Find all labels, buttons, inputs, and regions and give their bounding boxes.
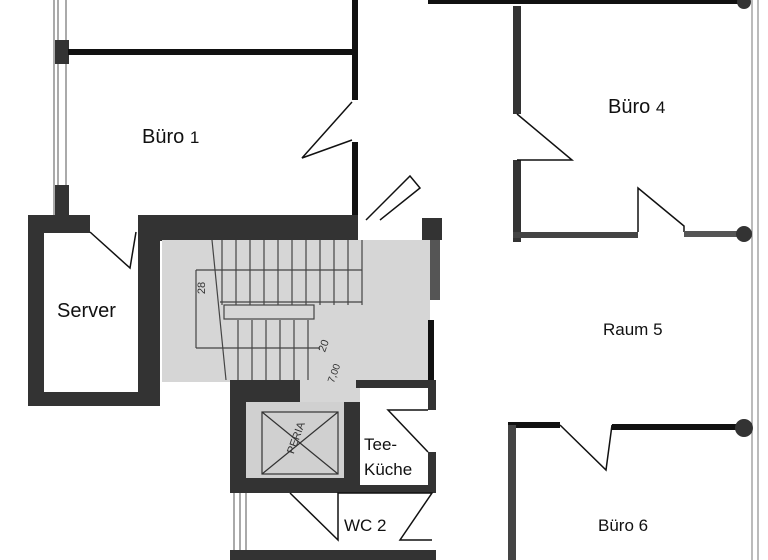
wall-buero1-top bbox=[68, 49, 358, 55]
wall-buero6-top-left bbox=[508, 422, 560, 428]
door-raum5[interactable] bbox=[637, 186, 685, 232]
wall-kitchen-right bbox=[428, 380, 436, 410]
door-corridor[interactable] bbox=[365, 174, 422, 221]
wall-wc-top bbox=[230, 485, 436, 493]
wall-buero6-left bbox=[508, 425, 516, 560]
room-label-server: Server bbox=[57, 300, 116, 322]
wall-buero4-bottom-right bbox=[684, 231, 744, 237]
wall-kitchen-top bbox=[356, 380, 436, 388]
door-wc2[interactable] bbox=[289, 492, 434, 542]
wall-wc-bottom bbox=[230, 550, 436, 560]
wall-pillar bbox=[55, 40, 69, 64]
wall-kitchen-right-lower bbox=[428, 452, 436, 492]
wall-top-right bbox=[428, 0, 748, 4]
exterior-window-left bbox=[53, 0, 67, 215]
elevator-cross bbox=[261, 411, 339, 475]
stair-steps bbox=[195, 239, 363, 381]
stairwell bbox=[162, 240, 430, 382]
sketch-annotation: 28 bbox=[196, 281, 209, 295]
wall-column bbox=[735, 419, 753, 437]
room-label-raum5: Raum 5 bbox=[603, 320, 663, 339]
wall-buero4-left-upper bbox=[513, 6, 521, 114]
wall-stair-corner bbox=[422, 218, 442, 240]
wall-server-bottom bbox=[28, 392, 160, 406]
exterior-window-right bbox=[751, 0, 759, 560]
wall-buero4-left-lower bbox=[513, 160, 521, 242]
wall-buero1-right-lower bbox=[352, 142, 358, 222]
exterior-window-bottom bbox=[233, 493, 247, 560]
wall-column bbox=[737, 0, 751, 9]
door-server[interactable] bbox=[89, 231, 137, 270]
room-label-buero6: Büro 6 bbox=[598, 516, 649, 535]
wall-stair-top bbox=[138, 215, 358, 241]
wall-pillar bbox=[55, 185, 69, 217]
wall-buero4-bottom bbox=[513, 232, 638, 238]
door-buero1[interactable] bbox=[301, 101, 353, 159]
door-tee-kueche[interactable] bbox=[386, 409, 429, 453]
wall-buero6-top bbox=[612, 424, 744, 430]
door-buero6[interactable] bbox=[559, 424, 613, 472]
wall-stair-right bbox=[430, 240, 440, 300]
stair-landing bbox=[300, 380, 360, 402]
wall-server-left bbox=[28, 215, 44, 405]
door-buero4-corridor[interactable] bbox=[516, 113, 575, 161]
wall-stair-right-thin bbox=[428, 320, 434, 382]
wall-server-right bbox=[138, 215, 160, 405]
room-label-buero1: Büro 1 bbox=[142, 126, 200, 148]
wall-column bbox=[736, 226, 752, 242]
wall-buero1-right-upper bbox=[352, 0, 358, 100]
room-label-wc2: WC 2 bbox=[344, 516, 387, 535]
room-label-tee-kueche: Tee-Küche bbox=[364, 435, 413, 479]
room-label-buero4: Büro 4 bbox=[608, 96, 666, 118]
